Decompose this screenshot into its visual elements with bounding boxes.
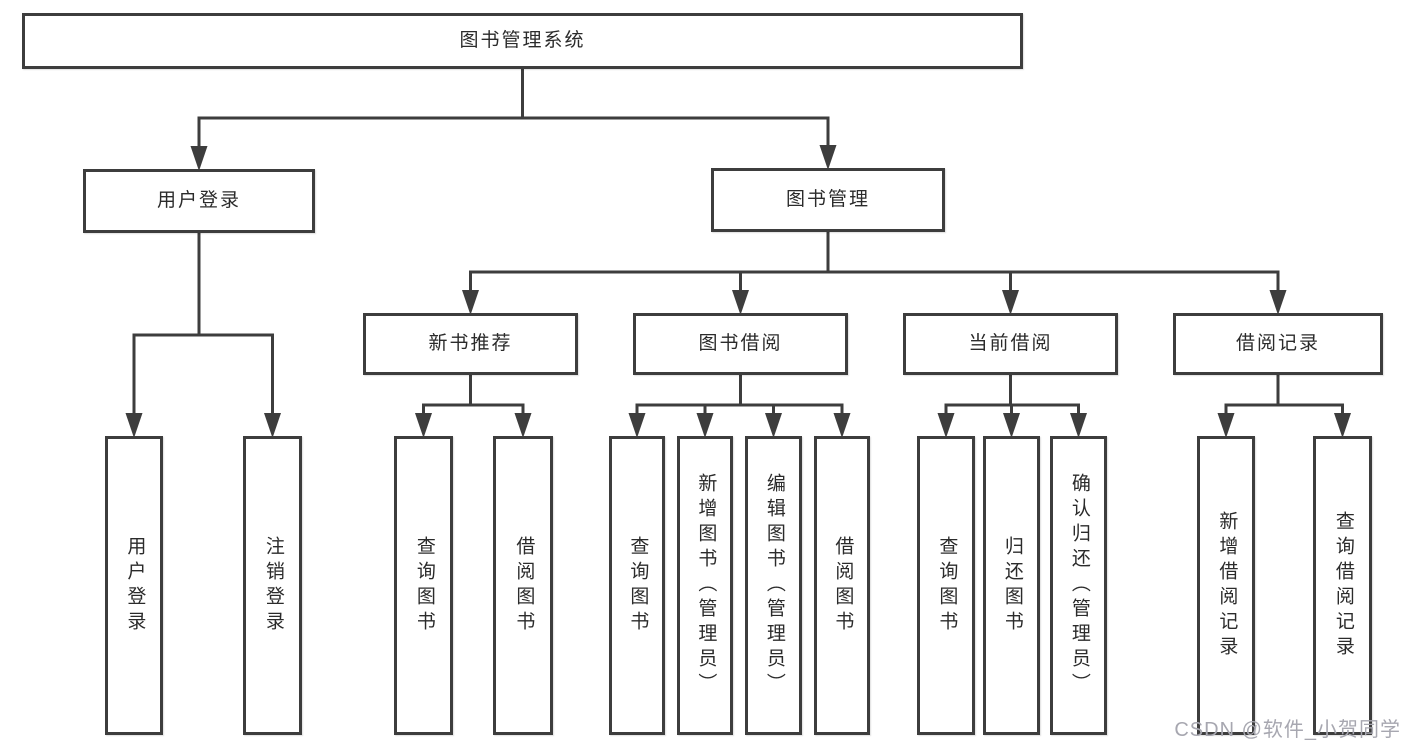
diagram-node-leaf-bb-query: 查询图书 [609, 436, 665, 735]
diagram-node-leaf-nb-borrow: 借阅图书 [493, 436, 553, 735]
arrowhead [415, 413, 432, 438]
node-label: 借阅图书 [832, 535, 854, 636]
node-label: 编辑图书（管理员） [763, 473, 785, 698]
diagram-node-current-borrow: 当前借阅 [903, 313, 1118, 375]
node-label: 确认归还（管理员） [1068, 473, 1090, 698]
arrowhead [264, 413, 281, 438]
arrowhead [628, 413, 646, 438]
node-label: 用户登录 [124, 535, 146, 636]
arrowhead [1070, 413, 1087, 438]
node-label: 注销登录 [262, 535, 284, 636]
diagram-node-leaf-logout: 注销登录 [243, 436, 302, 735]
node-label: 查询图书 [627, 535, 649, 636]
node-label: 新书推荐 [428, 332, 513, 354]
arrowhead [937, 413, 955, 438]
node-label: 当前借阅 [968, 332, 1053, 354]
arrowhead [1217, 413, 1235, 438]
node-label: 查询图书 [413, 535, 435, 636]
arrowhead [1002, 290, 1019, 315]
diagram-node-leaf-br-query: 查询借阅记录 [1313, 436, 1372, 735]
diagram-node-leaf-br-add: 新增借阅记录 [1197, 436, 1255, 735]
node-label: 图书借阅 [698, 332, 783, 354]
diagram-node-leaf-user-login: 用户登录 [105, 436, 163, 735]
arrowhead [833, 413, 851, 438]
arrowhead [1269, 290, 1287, 315]
diagram-node-book-borrow: 图书借阅 [633, 313, 848, 375]
node-label: 图书管理系统 [459, 29, 586, 51]
arrowhead [1003, 413, 1020, 438]
node-label: 借阅图书 [513, 535, 535, 636]
diagram-node-user-login: 用户登录 [83, 169, 315, 233]
diagram-node-leaf-bb-borrow: 借阅图书 [814, 436, 870, 735]
arrowhead [462, 290, 479, 315]
diagram-node-new-books: 新书推荐 [363, 313, 578, 375]
diagram-node-leaf-bb-edit: 编辑图书（管理员） [745, 436, 802, 735]
arrowhead [696, 413, 714, 438]
diagram-node-leaf-nb-query: 查询图书 [394, 436, 453, 735]
node-label: 归还图书 [1001, 535, 1023, 636]
node-label: 新增借阅记录 [1216, 510, 1238, 661]
diagram-node-root: 图书管理系统 [22, 13, 1023, 69]
node-label: 图书管理 [785, 188, 870, 210]
node-label: 查询借阅记录 [1332, 510, 1354, 661]
diagram-node-book-mgmt: 图书管理 [711, 168, 945, 232]
arrowhead [125, 413, 143, 438]
node-label: 查询图书 [936, 535, 958, 636]
node-label: 用户登录 [156, 189, 241, 211]
diagram-node-leaf-cb-confirm: 确认归还（管理员） [1050, 436, 1107, 735]
arrowhead [765, 413, 782, 438]
arrowhead [819, 145, 837, 170]
arrowhead [514, 413, 532, 438]
diagram-node-leaf-cb-query: 查询图书 [917, 436, 975, 735]
arrowhead [732, 290, 749, 315]
arrowhead [1334, 413, 1351, 438]
diagram-node-borrow-records: 借阅记录 [1173, 313, 1383, 375]
diagram-node-leaf-cb-return: 归还图书 [983, 436, 1040, 735]
diagram-node-leaf-bb-add: 新增图书（管理员） [677, 436, 733, 735]
node-label: 新增图书（管理员） [695, 473, 717, 698]
arrowhead [190, 146, 208, 171]
node-label: 借阅记录 [1235, 332, 1320, 354]
